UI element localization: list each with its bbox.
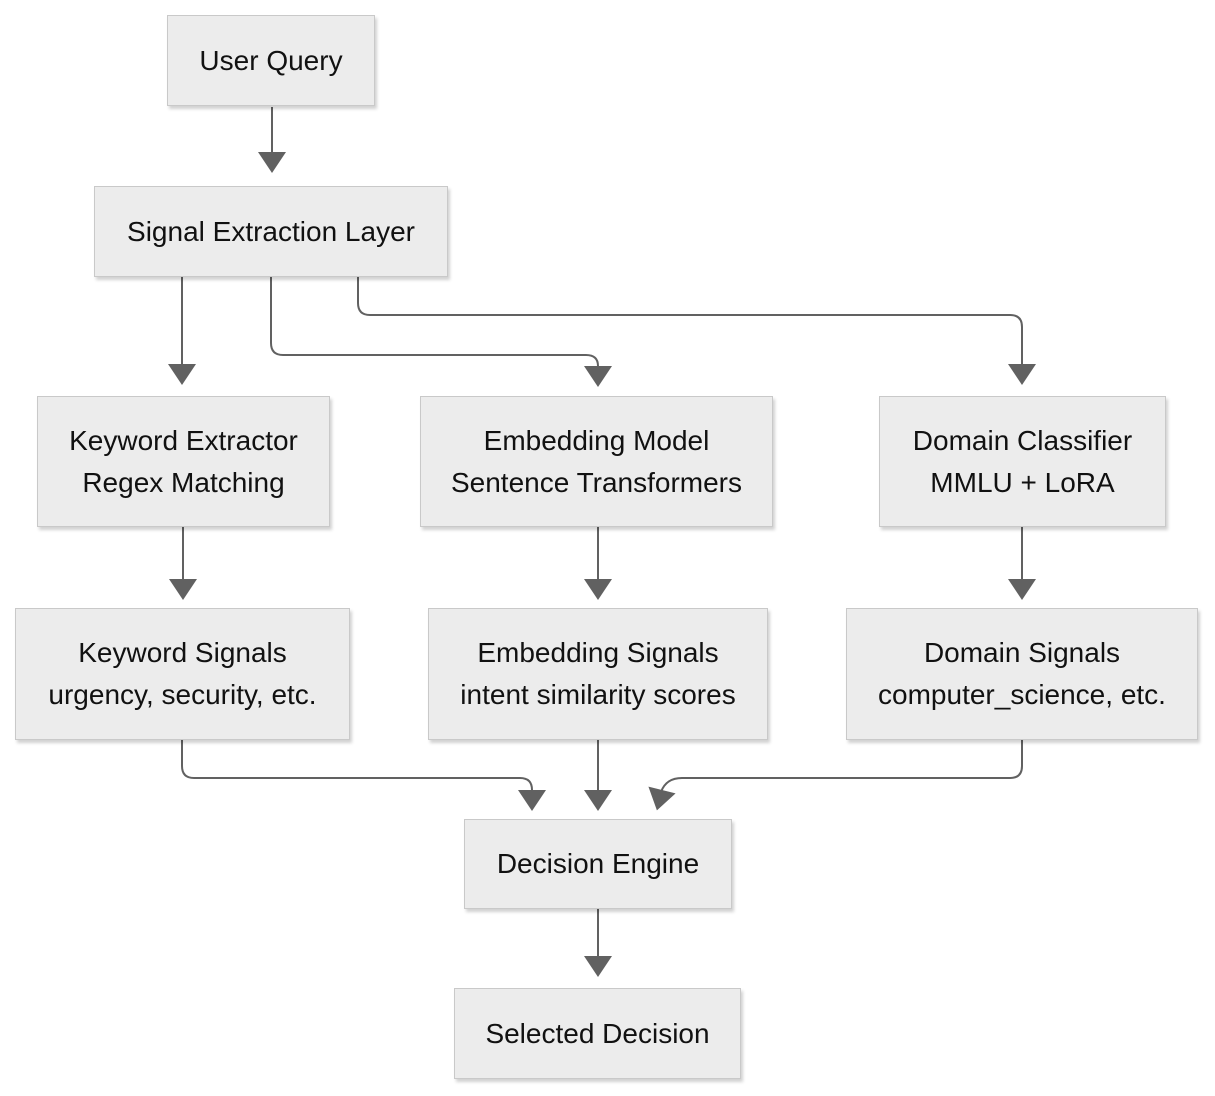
node-sublabel: Sentence Transformers — [450, 466, 743, 498]
node-label: Domain Classifier — [912, 424, 1133, 456]
arrowhead-icon — [584, 956, 612, 977]
node-sublabel: computer_science, etc. — [878, 679, 1166, 710]
arrowhead-icon — [169, 579, 197, 600]
arrowhead-icon — [584, 579, 612, 600]
arrowhead-icon — [258, 152, 286, 173]
node-label: User Query — [199, 44, 343, 76]
node-label: Keyword Extractor — [69, 424, 298, 456]
arrowhead-icon — [584, 790, 612, 811]
node-signal-extraction-layer: Signal Extraction Layer — [94, 186, 448, 277]
arrowhead-icon — [168, 364, 196, 385]
node-embedding-signals: Embedding Signals intent similarity scor… — [428, 608, 768, 740]
edge-domain-signals-to-decision — [660, 740, 1023, 793]
arrowhead-icon — [648, 786, 676, 811]
node-sublabel: urgency, security, etc. — [48, 679, 317, 710]
node-domain-classifier: Domain Classifier MMLU + LoRA — [879, 396, 1166, 527]
node-sublabel: MMLU + LoRA — [930, 466, 1115, 498]
node-label: Embedding Signals — [477, 637, 719, 668]
node-sublabel: Regex Matching — [82, 466, 285, 498]
node-domain-signals: Domain Signals computer_science, etc. — [846, 608, 1198, 740]
arrowhead-icon — [518, 790, 546, 811]
arrowhead-icon — [584, 366, 612, 387]
arrowhead-icon — [1008, 364, 1036, 385]
node-keyword-extractor: Keyword Extractor Regex Matching — [37, 396, 330, 527]
node-label: Signal Extraction Layer — [127, 215, 415, 247]
node-label: Keyword Signals — [78, 637, 287, 668]
arrowhead-icon — [1008, 579, 1036, 600]
node-embedding-model: Embedding Model Sentence Transformers — [420, 396, 773, 527]
node-label: Embedding Model — [483, 424, 710, 456]
edge-signal-to-embedding-model — [270, 277, 599, 367]
node-label: Selected Decision — [485, 1017, 710, 1049]
node-keyword-signals: Keyword Signals urgency, security, etc. — [15, 608, 350, 740]
edge-signal-to-domain-classifier — [357, 277, 1023, 364]
node-sublabel: intent similarity scores — [460, 679, 736, 710]
edge-keyword-signals-to-decision — [181, 740, 533, 791]
node-selected-decision: Selected Decision — [454, 988, 741, 1079]
node-decision-engine: Decision Engine — [464, 819, 732, 909]
node-label: Domain Signals — [923, 637, 1121, 668]
node-label: Decision Engine — [496, 848, 700, 879]
node-user-query: User Query — [167, 15, 375, 106]
